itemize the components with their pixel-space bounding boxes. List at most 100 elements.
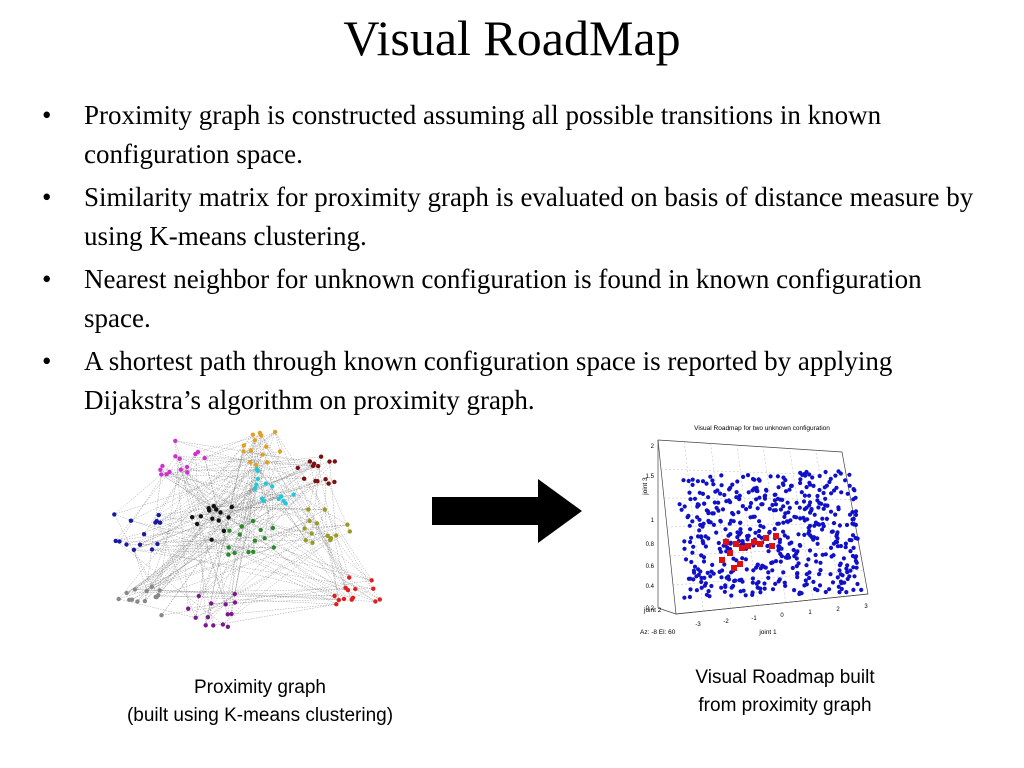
graph-node bbox=[128, 518, 134, 523]
roadmap-point bbox=[687, 594, 692, 600]
roadmap-point bbox=[770, 587, 776, 592]
graph-edge bbox=[253, 509, 325, 552]
graph-node bbox=[185, 470, 190, 475]
graph-edge bbox=[134, 589, 376, 602]
roadmap-point bbox=[728, 541, 733, 546]
roadmap-point bbox=[767, 529, 772, 534]
graph-edge bbox=[207, 523, 318, 618]
roadmap-point bbox=[811, 537, 816, 542]
graph-edge bbox=[213, 478, 258, 507]
roadmap-point bbox=[841, 556, 846, 561]
roadmap-point bbox=[748, 527, 753, 532]
roadmap-point bbox=[744, 507, 749, 512]
graph-edge bbox=[266, 462, 305, 529]
bullet-item: • A shortest path through known configur… bbox=[40, 342, 990, 420]
roadmap-point bbox=[750, 580, 755, 585]
roadmap-point bbox=[739, 577, 744, 582]
graph-edge bbox=[204, 434, 253, 459]
roadmap-point bbox=[778, 551, 783, 556]
graph-edge bbox=[175, 456, 230, 531]
roadmap-point bbox=[702, 501, 707, 506]
graph-nodes bbox=[112, 429, 382, 629]
graph-edge bbox=[254, 465, 319, 489]
graph-edge bbox=[180, 469, 229, 555]
roadmap-point bbox=[803, 473, 808, 478]
roadmap-point bbox=[695, 502, 700, 507]
roadmap-caption: Visual Roadmap built from proximity grap… bbox=[640, 664, 930, 720]
roadmap-point bbox=[772, 492, 777, 497]
graph-edge bbox=[274, 431, 281, 452]
graph-edge bbox=[157, 509, 309, 545]
roadmap-point bbox=[744, 567, 749, 572]
roadmap-point bbox=[839, 586, 844, 592]
roadmap-point bbox=[719, 585, 724, 590]
roadmap-point bbox=[754, 581, 759, 586]
graph-node bbox=[254, 482, 259, 487]
roadmap-point bbox=[824, 503, 830, 508]
roadmap-point bbox=[813, 520, 818, 525]
graph-edge bbox=[336, 535, 350, 578]
roadmap-point bbox=[836, 507, 841, 512]
graph-edge bbox=[228, 479, 326, 548]
roadmap-point bbox=[799, 490, 804, 495]
roadmap-point bbox=[848, 549, 853, 554]
graph-edge bbox=[274, 431, 352, 600]
graph-node bbox=[252, 438, 258, 443]
x-tick-label: -2 bbox=[723, 619, 729, 625]
roadmap-point bbox=[853, 535, 858, 541]
plot-title: Visual Roadmap for two unknown configura… bbox=[694, 425, 830, 432]
roadmap-point bbox=[750, 592, 755, 597]
roadmap-point bbox=[712, 500, 717, 505]
graph-edge bbox=[212, 479, 326, 519]
roadmap-point bbox=[706, 495, 711, 500]
roadmap-point bbox=[737, 532, 742, 537]
roadmap-point bbox=[847, 512, 853, 517]
graph-edge bbox=[160, 469, 229, 518]
graph-node bbox=[157, 520, 163, 525]
graph-edge bbox=[119, 456, 176, 542]
roadmap-point bbox=[776, 579, 781, 584]
graph-edge bbox=[192, 461, 310, 518]
graph-edge bbox=[151, 524, 348, 550]
graph-node bbox=[250, 518, 256, 524]
roadmap-point bbox=[740, 504, 745, 509]
roadmap-point bbox=[727, 521, 732, 526]
roadmap-point bbox=[797, 505, 802, 510]
graph-edge bbox=[254, 440, 274, 548]
graph-node bbox=[310, 540, 315, 545]
graph-edge bbox=[207, 486, 273, 618]
roadmap-point bbox=[859, 587, 864, 592]
graph-edge bbox=[257, 478, 346, 588]
graph-node bbox=[229, 504, 234, 510]
roadmap-point bbox=[851, 587, 856, 592]
graph-edge bbox=[241, 456, 322, 527]
graph-node bbox=[227, 528, 232, 533]
roadmap-point bbox=[754, 488, 759, 493]
graph-edge bbox=[267, 462, 319, 467]
roadmap-point bbox=[758, 523, 763, 528]
roadmap-point bbox=[733, 578, 738, 583]
roadmap-point bbox=[829, 491, 834, 496]
roadmap-point bbox=[711, 482, 716, 487]
roadmap-point bbox=[807, 472, 812, 477]
graph-edges bbox=[114, 431, 380, 626]
graph-edge bbox=[278, 498, 331, 541]
roadmap-point bbox=[754, 497, 759, 502]
path-node-marker bbox=[757, 541, 763, 547]
graph-edge bbox=[146, 526, 242, 592]
roadmap-point bbox=[812, 523, 817, 528]
graph-node bbox=[264, 460, 270, 465]
roadmap-point bbox=[819, 501, 824, 506]
graph-edge bbox=[311, 533, 372, 581]
roadmap-point bbox=[682, 504, 687, 509]
graph-edge bbox=[200, 516, 348, 591]
roadmap-point bbox=[708, 574, 713, 579]
graph-edge bbox=[234, 484, 257, 595]
roadmap-point bbox=[703, 544, 708, 549]
graph-node bbox=[211, 503, 216, 509]
graph-edge bbox=[228, 547, 376, 602]
roadmap-point bbox=[743, 593, 748, 598]
graph-edge bbox=[261, 435, 313, 543]
graph-edge bbox=[205, 509, 309, 626]
graph-node bbox=[206, 506, 211, 511]
